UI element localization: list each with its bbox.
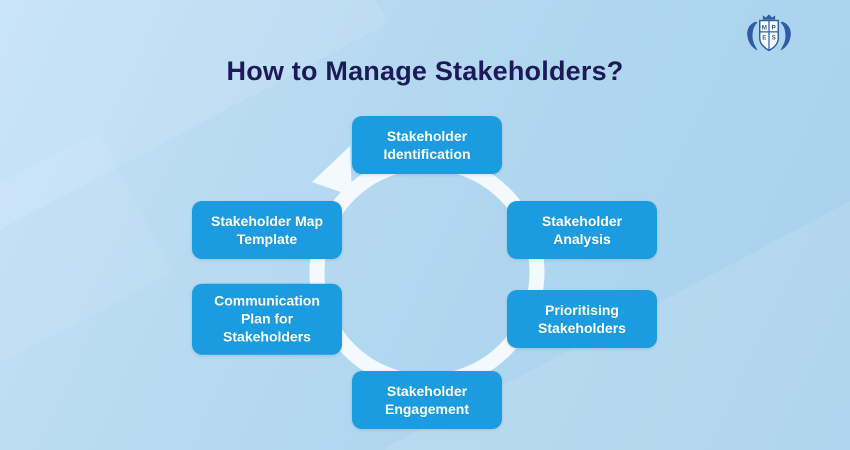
step-prioritising-stakeholders: Prioritising Stakeholders: [507, 290, 657, 348]
step-stakeholder-map-template: Stakeholder Map Template: [192, 201, 342, 259]
mpes-crest-logo: M P E S: [736, 13, 802, 59]
step-communication-plan: Communication Plan for Stakeholders: [192, 283, 342, 355]
shield-letter: S: [772, 35, 776, 42]
step-stakeholder-analysis: Stakeholder Analysis: [507, 201, 657, 259]
crest-logo-graphic: M P E S: [747, 14, 791, 52]
step-label: Stakeholder Identification: [383, 127, 471, 162]
step-label: Stakeholder Map Template: [210, 212, 324, 247]
step-label: Prioritising Stakeholders: [538, 301, 626, 336]
background-streak: [0, 130, 173, 450]
clockwise-arrow-icon: [312, 146, 352, 196]
step-label: Stakeholder Analysis: [541, 212, 623, 247]
lion-left-icon: [747, 21, 758, 51]
step-stakeholder-engagement: Stakeholder Engagement: [352, 371, 502, 429]
crown-icon: [762, 14, 776, 20]
shield-letter: P: [772, 24, 776, 31]
cycle-ring-circle: [309, 154, 545, 390]
step-label: Stakeholder Engagement: [384, 382, 469, 417]
shield-letter: M: [762, 24, 767, 31]
page-title: How to Manage Stakeholders?: [226, 56, 624, 86]
step-stakeholder-identification: Stakeholder Identification: [352, 116, 502, 174]
step-label: Communication Plan for Stakeholders: [214, 292, 320, 346]
shield-letter: E: [762, 35, 766, 42]
lion-right-icon: [780, 21, 791, 51]
